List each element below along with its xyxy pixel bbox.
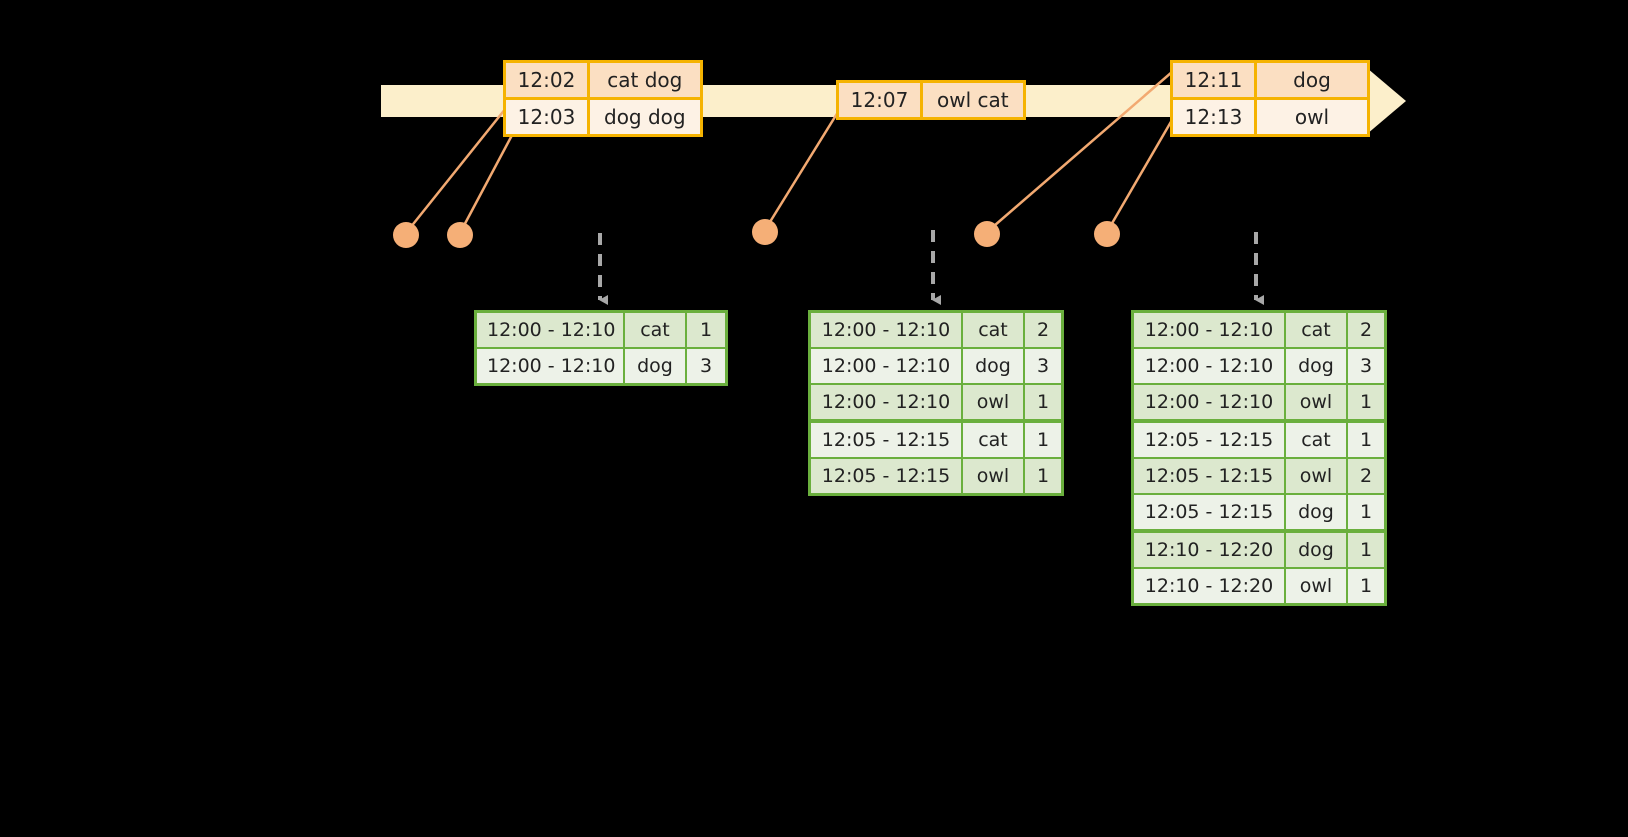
- window-cell: 12:10 - 12:20: [1134, 533, 1286, 567]
- word-cell: owl: [1286, 385, 1348, 419]
- count-cell: 1: [687, 313, 725, 347]
- window-cell: 12:00 - 12:10: [477, 349, 625, 383]
- count-cell: 3: [687, 349, 725, 383]
- count-cell: 1: [1348, 495, 1384, 529]
- event-row[interactable]: 12:13 owl: [1173, 97, 1367, 134]
- word-cell: owl: [963, 459, 1025, 493]
- count-cell: 2: [1348, 459, 1384, 493]
- count-cell: 2: [1348, 313, 1384, 347]
- event-words: owl cat: [923, 83, 1023, 117]
- window-cell: 12:00 - 12:10: [1134, 313, 1286, 347]
- word-cell: dog: [625, 349, 687, 383]
- connector-line-2: [458, 121, 521, 234]
- connector-line-1: [405, 107, 507, 234]
- word-cell: dog: [1286, 533, 1348, 567]
- event-row[interactable]: 12:07 owl cat: [839, 83, 1023, 117]
- count-cell: 1: [1025, 423, 1061, 457]
- count-cell: 3: [1025, 349, 1061, 383]
- count-cell: 1: [1025, 459, 1061, 493]
- connector-dot-1: [393, 222, 419, 248]
- count-cell: 1: [1348, 423, 1384, 457]
- word-cell: dog: [1286, 495, 1348, 529]
- down-arrows: [598, 230, 1264, 305]
- event-row[interactable]: 12:03 dog dog: [506, 97, 700, 134]
- word-cell: dog: [963, 349, 1025, 383]
- window-cell: 12:00 - 12:10: [1134, 349, 1286, 383]
- window-cell: 12:00 - 12:10: [477, 313, 625, 347]
- window-cell: 12:05 - 12:15: [1134, 459, 1286, 493]
- word-cell: cat: [963, 423, 1025, 457]
- connector-line-3: [763, 111, 840, 231]
- window-cell: 12:05 - 12:15: [811, 423, 963, 457]
- connector-line-5: [1105, 119, 1174, 233]
- count-cell: 2: [1025, 313, 1061, 347]
- connector-dot-3: [752, 219, 778, 245]
- event-group-3[interactable]: 12:11 dog 12:13 owl: [1170, 60, 1370, 137]
- event-time: 12:13: [1173, 100, 1257, 134]
- event-time: 12:11: [1173, 63, 1257, 97]
- event-row[interactable]: 12:11 dog: [1173, 63, 1367, 97]
- window-cell: 12:00 - 12:10: [811, 313, 963, 347]
- connector-dots: [393, 219, 1120, 248]
- word-cell: dog: [1286, 349, 1348, 383]
- connector-dot-2: [447, 222, 473, 248]
- count-cell: 1: [1348, 533, 1384, 567]
- event-group-2[interactable]: 12:07 owl cat: [836, 80, 1026, 120]
- count-cell: 1: [1348, 569, 1384, 603]
- event-group-1[interactable]: 12:02 cat dog 12:03 dog dog: [503, 60, 703, 137]
- window-cell: 12:00 - 12:10: [1134, 385, 1286, 419]
- event-time: 12:03: [506, 100, 590, 134]
- word-cell: cat: [625, 313, 687, 347]
- event-time: 12:02: [506, 63, 590, 97]
- event-words: dog: [1257, 63, 1367, 97]
- window-cell: 12:05 - 12:15: [811, 459, 963, 493]
- window-cell: 12:00 - 12:10: [811, 349, 963, 383]
- event-words: dog dog: [590, 100, 700, 134]
- word-cell: cat: [1286, 423, 1348, 457]
- word-cell: owl: [1286, 459, 1348, 493]
- word-cell: owl: [1286, 569, 1348, 603]
- word-cell: cat: [1286, 313, 1348, 347]
- event-row[interactable]: 12:02 cat dog: [506, 63, 700, 97]
- window-cell: 12:10 - 12:20: [1134, 569, 1286, 603]
- word-cell: cat: [963, 313, 1025, 347]
- word-cell: owl: [963, 385, 1025, 419]
- count-cell: 1: [1348, 385, 1384, 419]
- event-words: owl: [1257, 100, 1367, 134]
- event-words: cat dog: [590, 63, 700, 97]
- count-cell: 3: [1348, 349, 1384, 383]
- window-cell: 12:00 - 12:10: [811, 385, 963, 419]
- connector-dot-5: [1094, 221, 1120, 247]
- connector-dot-4: [974, 221, 1000, 247]
- event-time: 12:07: [839, 83, 923, 117]
- count-cell: 1: [1025, 385, 1061, 419]
- window-cell: 12:05 - 12:15: [1134, 423, 1286, 457]
- window-cell: 12:05 - 12:15: [1134, 495, 1286, 529]
